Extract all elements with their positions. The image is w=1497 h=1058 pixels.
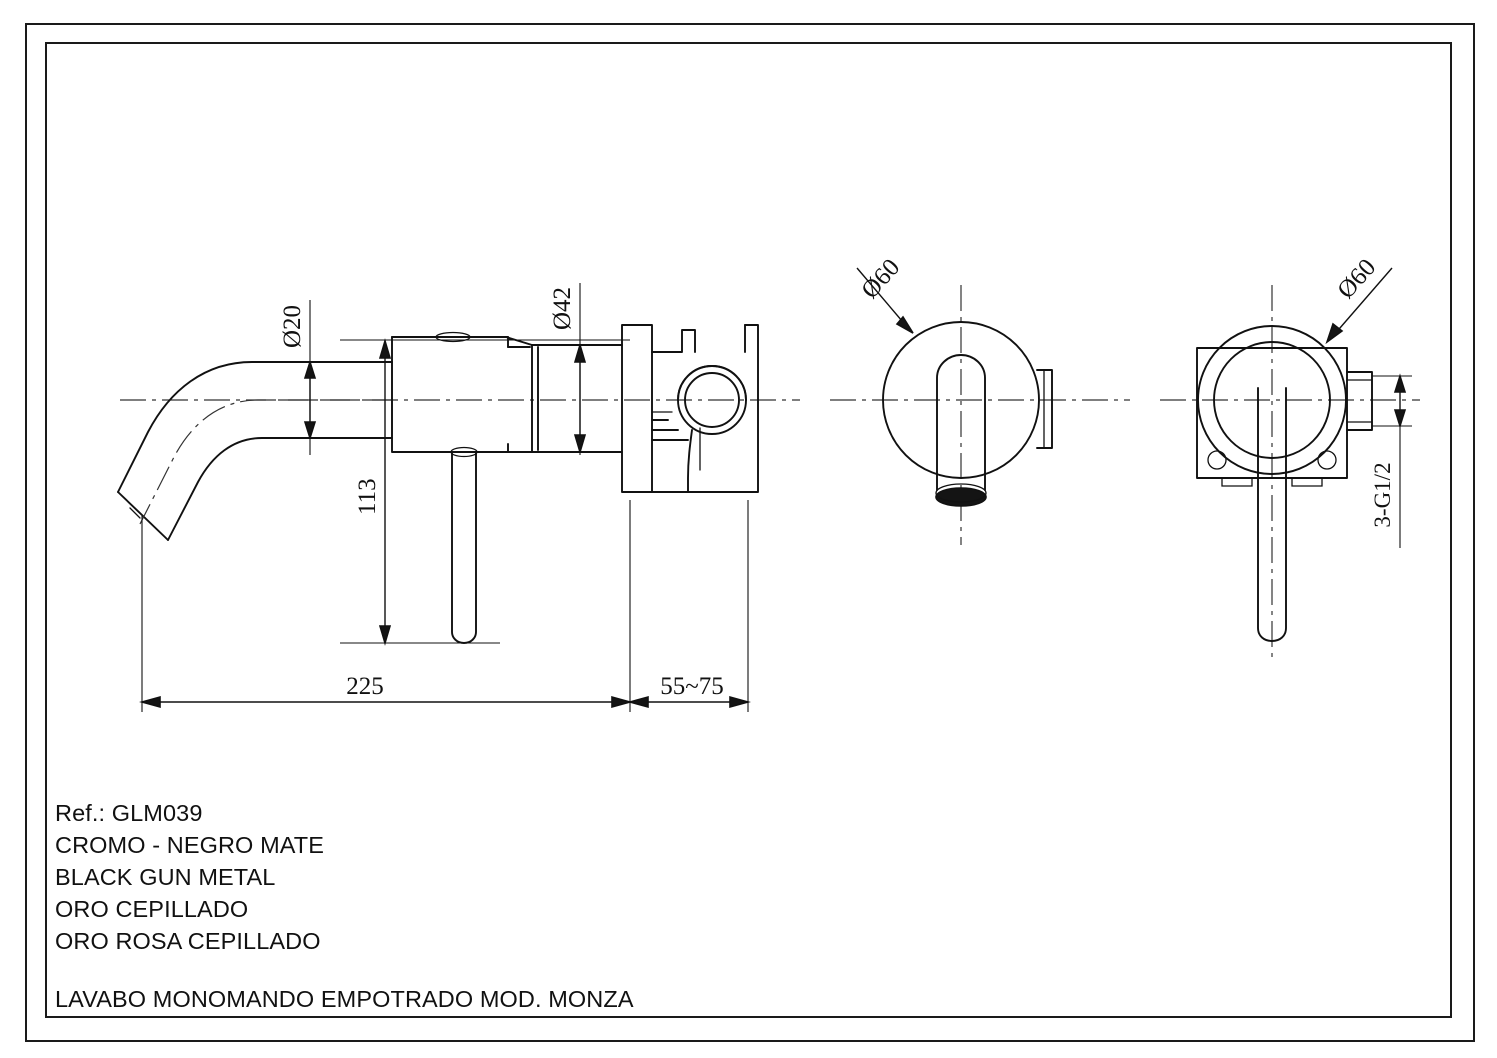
sheet-border-inner — [45, 42, 1452, 1018]
drawing-title: LAVABO MONOMANDO EMPOTRADO MOD. MONZA — [55, 986, 634, 1012]
finish-label-2: BLACK GUN METAL — [55, 864, 276, 890]
finish-label-3: ORO CEPILLADO — [55, 896, 249, 922]
dimension-height-113: 113 — [340, 338, 630, 646]
dim-label-thread: 3-G1/2 — [1370, 462, 1395, 527]
dim-label-55-75: 55~75 — [660, 673, 724, 700]
dimension-projection-225: 225 — [139, 500, 633, 712]
dim-label-d42: Ø42 — [549, 287, 576, 330]
dim-label-d60-valve: Ø60 — [1332, 254, 1381, 304]
dimension-wall-depth: 55~75 — [627, 500, 751, 712]
front-view-valve: Ø60 3-G1/2 — [1196, 254, 1412, 660]
dim-label-d60-spout: Ø60 — [856, 254, 905, 304]
dim-label-d20: Ø20 — [279, 305, 306, 348]
finish-label-1: CROMO - NEGRO MATE — [55, 832, 324, 858]
dim-label-113: 113 — [354, 478, 381, 515]
sheet-border-outer — [25, 23, 1475, 1042]
dim-label-225: 225 — [346, 673, 384, 700]
elevation-view — [117, 324, 759, 644]
dimension-spout-diameter: Ø20 — [279, 300, 317, 455]
reference-label: Ref.: GLM039 — [55, 800, 203, 826]
dimension-body-diameter: Ø42 — [549, 283, 587, 455]
finish-label-4: ORO ROSA CEPILLADO — [55, 928, 321, 954]
